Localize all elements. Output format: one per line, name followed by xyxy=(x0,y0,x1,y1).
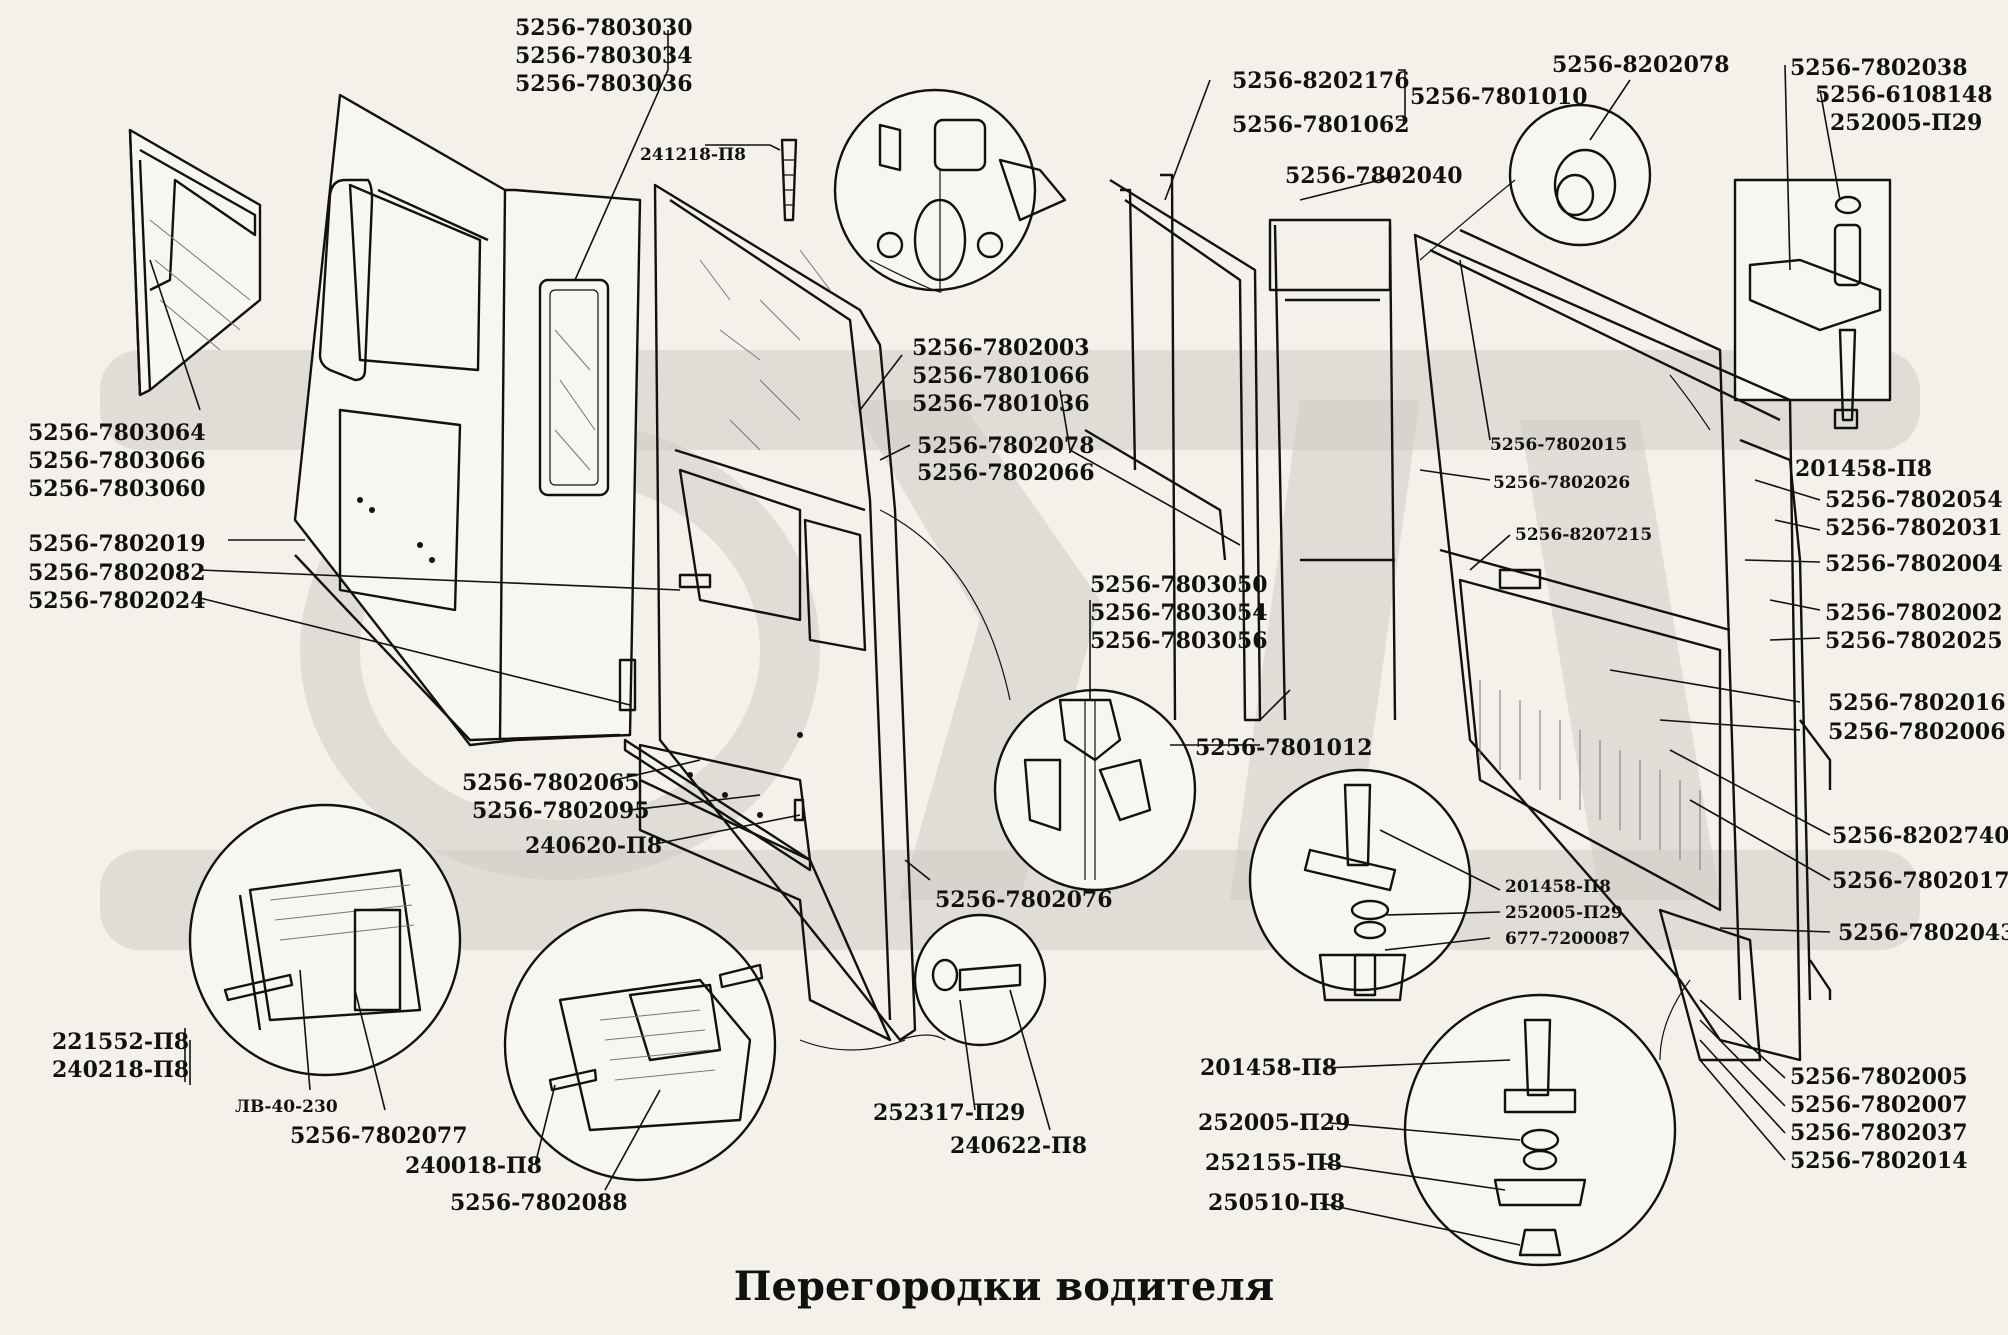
label-part: 240622-П8 xyxy=(950,1133,1087,1159)
label-part: 201458-П8 xyxy=(1200,1055,1337,1081)
label-part: 5256-7801036 xyxy=(912,391,1090,417)
label-part: 5256-7802077 xyxy=(290,1123,468,1149)
label-part: 5256-7803054 xyxy=(1090,600,1268,626)
label-part: 5256-7802043 xyxy=(1838,920,2008,946)
detail-bushing xyxy=(1508,103,1652,247)
label-part: 5256-7801062 xyxy=(1232,112,1410,138)
label-part: 5256-7803030 xyxy=(515,15,693,41)
label-part: 5256-8202740 xyxy=(1832,823,2008,849)
label-part: 240620-П8 xyxy=(525,833,662,859)
small-screws xyxy=(223,963,764,1092)
label-part: 5256-7803066 xyxy=(28,448,206,474)
label-part: 5256-7802076 xyxy=(935,887,1113,913)
left-partition-panel xyxy=(293,93,642,747)
label-part: 5256-8202176 xyxy=(1232,68,1410,94)
label-part: 5256-7802037 xyxy=(1790,1120,1968,1146)
label-part: 201458-П8 xyxy=(1505,877,1611,897)
label-part: ЛВ-40-230 xyxy=(235,1097,338,1117)
bolt-241218 xyxy=(780,138,798,222)
label-part: 5256-7802004 xyxy=(1825,551,2003,577)
diagram-title: Перегородки водителя xyxy=(734,1263,1274,1310)
center-frame-bars xyxy=(1084,173,1397,722)
label-part: 5256-7803050 xyxy=(1090,572,1268,598)
label-part: 5256-7802014 xyxy=(1790,1148,1968,1174)
bracket-detail xyxy=(1733,178,1892,430)
label-part: 5256-7802088 xyxy=(450,1190,628,1216)
detail-hinge xyxy=(188,803,462,1077)
detail-stopper xyxy=(503,908,777,1182)
label-part: 5256-7801010 xyxy=(1410,84,1588,110)
label-part: 241218-П8 xyxy=(640,145,746,165)
label-part: 5256-7802003 xyxy=(912,335,1090,361)
label-part: 5256-7802054 xyxy=(1825,487,2003,513)
label-part: 5256-7802065 xyxy=(462,770,640,796)
label-part: 677-7200087 xyxy=(1505,929,1630,949)
label-part: 5256-7802015 xyxy=(1490,435,1627,455)
label-part: 5256-7801066 xyxy=(912,363,1090,389)
label-part: 240218-П8 xyxy=(52,1057,189,1083)
label-part: 5256-7802002 xyxy=(1825,600,2003,626)
label-part: 5256-7803056 xyxy=(1090,628,1268,654)
part-number-labels: 5256-7803030 5256-7803034 5256-7803036 2… xyxy=(28,15,2008,1216)
label-part: 252005-П29 xyxy=(1505,903,1623,923)
label-part: 5256-8207215 xyxy=(1515,525,1652,545)
side-glass-panel xyxy=(128,128,262,397)
label-part: 5256-7802005 xyxy=(1790,1064,1968,1090)
label-part: 5256-7802095 xyxy=(472,798,650,824)
label-part: 5256-8202078 xyxy=(1552,52,1730,78)
label-part: 5256-7802031 xyxy=(1825,515,2003,541)
connector-curves xyxy=(799,179,1711,1061)
label-part: 252005-П29 xyxy=(1830,110,1982,136)
label-part: 5256-7802006 xyxy=(1828,719,2006,745)
label-part: 5256-7802025 xyxy=(1825,628,2003,654)
label-part: 252155-П8 xyxy=(1205,1150,1342,1176)
label-part: 5256-7803064 xyxy=(28,420,206,446)
label-part: 5256-7803060 xyxy=(28,476,206,502)
label-part: 252317-П29 xyxy=(873,1100,1025,1126)
detail-seal-middle xyxy=(993,688,1197,892)
leader-lines xyxy=(149,30,1841,1246)
label-part: 221552-П8 xyxy=(52,1029,189,1055)
label-part: 5256-7802066 xyxy=(917,460,1095,486)
label-part: 201458-П8 xyxy=(1795,456,1932,482)
label-part: 5256-7803034 xyxy=(515,43,693,69)
label-part: 5256-7802082 xyxy=(28,560,206,586)
detail-bolt-mid xyxy=(1248,768,1472,1002)
label-part: 5256-7802040 xyxy=(1285,163,1463,189)
label-part: 5256-7802038 xyxy=(1790,55,1968,81)
label-part: 5256-7803036 xyxy=(515,71,693,97)
label-part: 252005-П29 xyxy=(1198,1110,1350,1136)
label-part: 5256-6108148 xyxy=(1815,82,1993,108)
label-part: 5256-7802026 xyxy=(1493,473,1630,493)
label-part: 5256-7802024 xyxy=(28,588,206,614)
label-part: 5256-7802078 xyxy=(917,433,1095,459)
label-part: 250510-П8 xyxy=(1208,1190,1345,1216)
detail-bolt-bottom xyxy=(1403,993,1677,1267)
detail-seal-top xyxy=(833,88,1067,292)
label-part: 5256-7801012 xyxy=(1195,735,1373,761)
detail-screw xyxy=(913,913,1047,1047)
label-part: 5256-7802019 xyxy=(28,531,206,557)
label-part: 240018-П8 xyxy=(405,1153,542,1179)
label-part: 5256-7802016 xyxy=(1828,690,2006,716)
label-part: 5256-7802007 xyxy=(1790,1092,1968,1118)
label-part: 5256-7802017 xyxy=(1832,868,2008,894)
bottom-rail xyxy=(623,738,812,872)
